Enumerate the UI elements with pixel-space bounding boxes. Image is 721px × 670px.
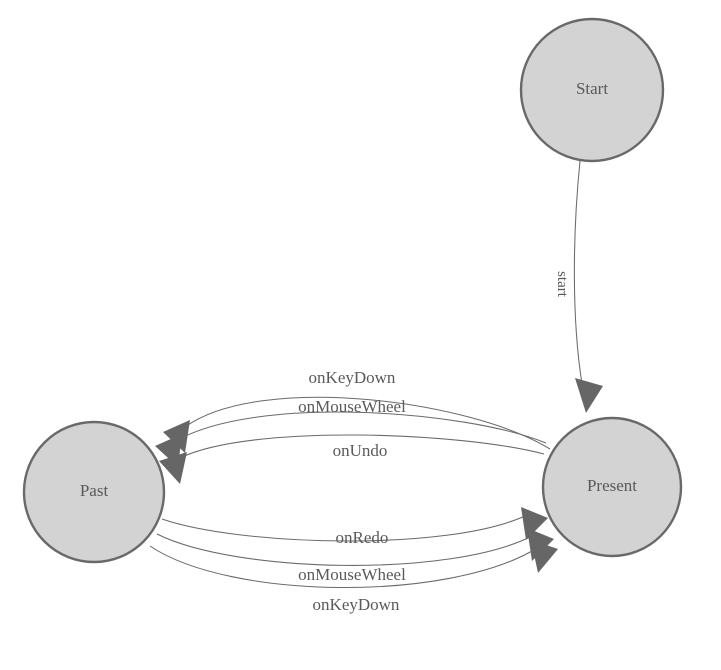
node-past-label: Past [80, 481, 109, 500]
node-past-circle [22, 420, 166, 564]
edge-start-to-present-path [573, 160, 584, 391]
node-present[interactable]: Present [541, 416, 683, 558]
node-past[interactable]: Past [22, 420, 166, 564]
node-start-circle [519, 17, 665, 163]
edge-label-past-to-present-mousewheel: onMouseWheel [298, 565, 406, 584]
edge-past-to-present-keydown-arrowhead [531, 540, 558, 573]
node-present-circle [541, 416, 683, 558]
node-start[interactable]: Start [519, 17, 665, 163]
edge-past-to-present-mousewheel-path [156, 533, 533, 566]
node-start-label: Start [576, 79, 608, 98]
edge-past-to-present-keydown-path [149, 545, 538, 589]
edge-label-present-to-past-keydown: onKeyDown [309, 368, 396, 387]
edge-group-start-to-present[interactable]: start [554, 160, 603, 413]
edge-present-to-past-undo-path [179, 434, 545, 459]
edge-label-present-to-past-undo: onUndo [333, 441, 388, 460]
edge-present-to-past-mousewheel-path [175, 411, 547, 444]
edge-present-to-past-undo-arrowhead [159, 452, 187, 484]
edge-present-to-past-keydown-path [184, 396, 551, 450]
edge-start-to-present-arrowhead [575, 378, 603, 413]
edge-group-present-to-past-undo[interactable]: onUndo [159, 434, 545, 484]
edge-group-past-to-present-redo[interactable]: onRedo [161, 507, 548, 547]
node-present-label: Present [587, 476, 637, 495]
edge-group-past-to-present-keydown[interactable]: onKeyDown [149, 540, 558, 614]
edge-label-start: start [554, 271, 570, 298]
edge-label-past-to-present-keydown: onKeyDown [313, 595, 400, 614]
edge-past-to-present-redo-path [161, 514, 528, 542]
edge-label-past-to-present-redo: onRedo [336, 528, 389, 547]
edge-label-present-to-past-mousewheel: onMouseWheel [298, 397, 406, 416]
